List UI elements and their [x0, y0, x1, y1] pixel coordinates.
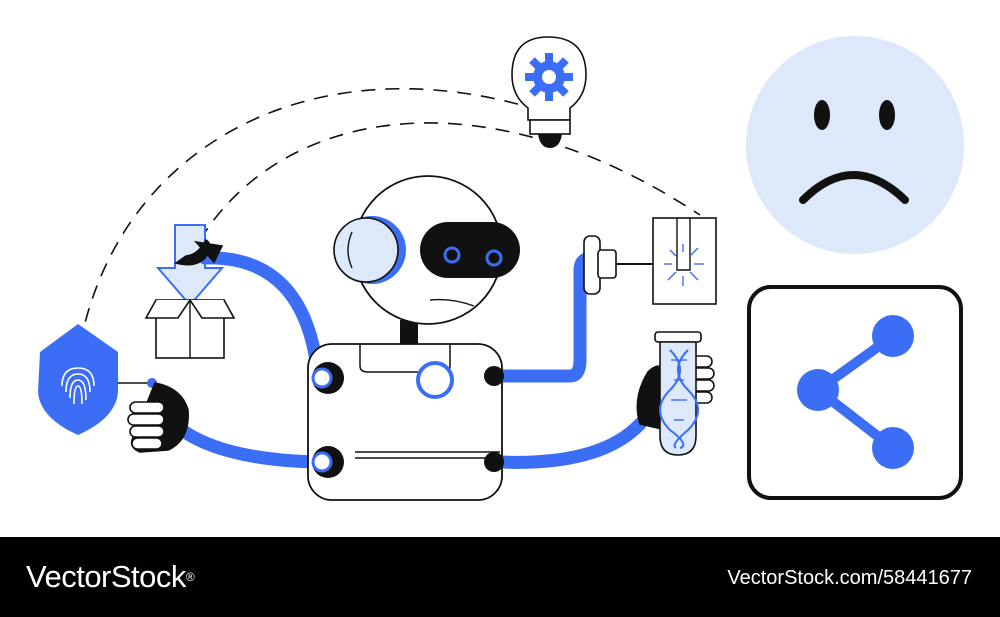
dna-test-tube-icon	[654, 331, 702, 456]
laser-cutter-icon	[583, 217, 717, 305]
vectorstock-logo: VectorStock®	[26, 557, 195, 597]
dashed-arcs	[79, 88, 701, 346]
illustration-canvas	[38, 36, 964, 501]
share-icon	[747, 285, 963, 500]
brand-name: VectorStock	[26, 559, 186, 594]
download-box-icon	[144, 224, 236, 359]
security-shield-fingerprint-icon	[38, 324, 157, 435]
lightbulb-gear-icon	[511, 36, 587, 148]
sad-face-icon	[746, 36, 964, 254]
robot	[307, 175, 520, 501]
trademark-symbol: ®	[185, 570, 195, 584]
footer-bar: VectorStock® VectorStock.com/58441677	[0, 537, 1000, 617]
image-id-text: VectorStock.com/58441677	[727, 567, 972, 589]
